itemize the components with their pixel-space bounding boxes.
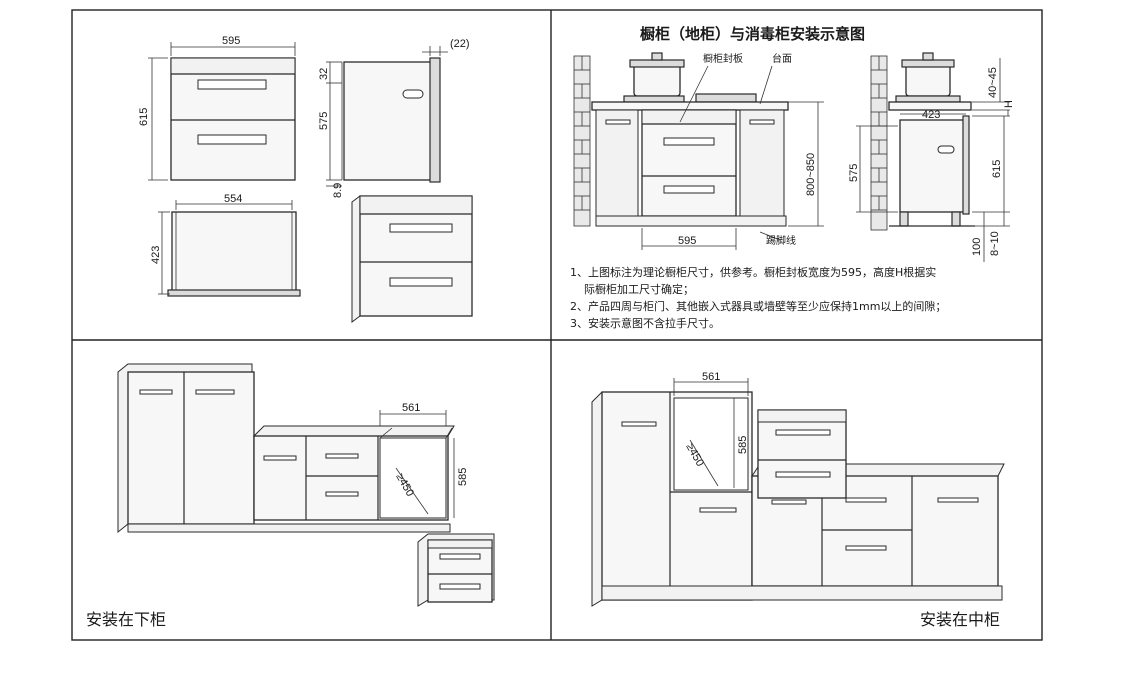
- dim-counter-height: 800~850: [805, 153, 817, 196]
- dim-side-top: 32: [318, 68, 330, 80]
- front-view: 595 615: [138, 35, 296, 181]
- dim-total-height: 615: [991, 160, 1003, 178]
- dim-top-width: 554: [224, 193, 242, 205]
- under-cabinet-scene: 561 585 ≥450: [117, 363, 495, 607]
- dim-front-install-width: 595: [678, 235, 696, 247]
- dim-front-height: 615: [138, 108, 150, 126]
- dim-bottom-100: 100: [971, 238, 983, 256]
- side-install-view: 423 575 40~45 H 615 100 8~10: [848, 52, 1015, 262]
- dim-top-depth: 423: [150, 246, 162, 264]
- brick-wall-left: [573, 55, 591, 227]
- dim-under-height: 585: [457, 468, 469, 486]
- diagram-title: 橱柜（地柜）与消毒柜安装示意图: [640, 25, 865, 43]
- label-seal-board: 橱柜封板: [703, 52, 743, 65]
- middle-cabinet-scene: 561 585 ≥450: [591, 371, 1005, 607]
- dim-front-width: 595: [222, 35, 240, 47]
- front-install-view: 橱柜封板 台面 踢脚线 595 800~850: [573, 52, 824, 250]
- dim-h-label: H: [1003, 100, 1015, 108]
- note-line-2: 际橱柜加工尺寸确定；: [584, 283, 694, 296]
- note-line-4: 3、安装示意图不含拉手尺寸。: [570, 317, 720, 330]
- note-line-1: 1、上图标注为理论橱柜尺寸，供参考。橱柜封板宽度为595，高度H根据实: [570, 266, 937, 279]
- dim-side-height: 575: [318, 112, 330, 130]
- dim-gap-top: 40~45: [987, 67, 999, 98]
- label-kick-line: 踢脚线: [766, 234, 796, 247]
- dim-bottom-gap: 8~10: [989, 231, 1001, 256]
- note-line-3: 2、产品四周与柜门、其他嵌入式器具或墙壁等至少应保持1mm以上的间隙；: [570, 300, 947, 313]
- brick-wall-right: [870, 55, 888, 231]
- caption-middle-cabinet: 安装在中柜: [920, 610, 1000, 629]
- dim-middle-height: 585: [737, 436, 749, 454]
- dim-side-gap: (22): [450, 38, 470, 50]
- top-view: 554 423: [150, 193, 301, 297]
- outer-frame: [71, 9, 1043, 641]
- dim-side-bottom: 8.9: [332, 183, 344, 198]
- side-view: 32 575 8.9 (22): [318, 38, 470, 198]
- dim-middle-width: 561: [702, 371, 720, 383]
- dim-side-install-width: 423: [922, 109, 940, 121]
- dim-under-width: 561: [402, 402, 420, 414]
- label-countertop: 台面: [772, 52, 792, 65]
- dim-side-install-height: 575: [848, 164, 860, 182]
- perspective-view: [351, 195, 473, 323]
- caption-under-cabinet: 安装在下柜: [86, 610, 166, 629]
